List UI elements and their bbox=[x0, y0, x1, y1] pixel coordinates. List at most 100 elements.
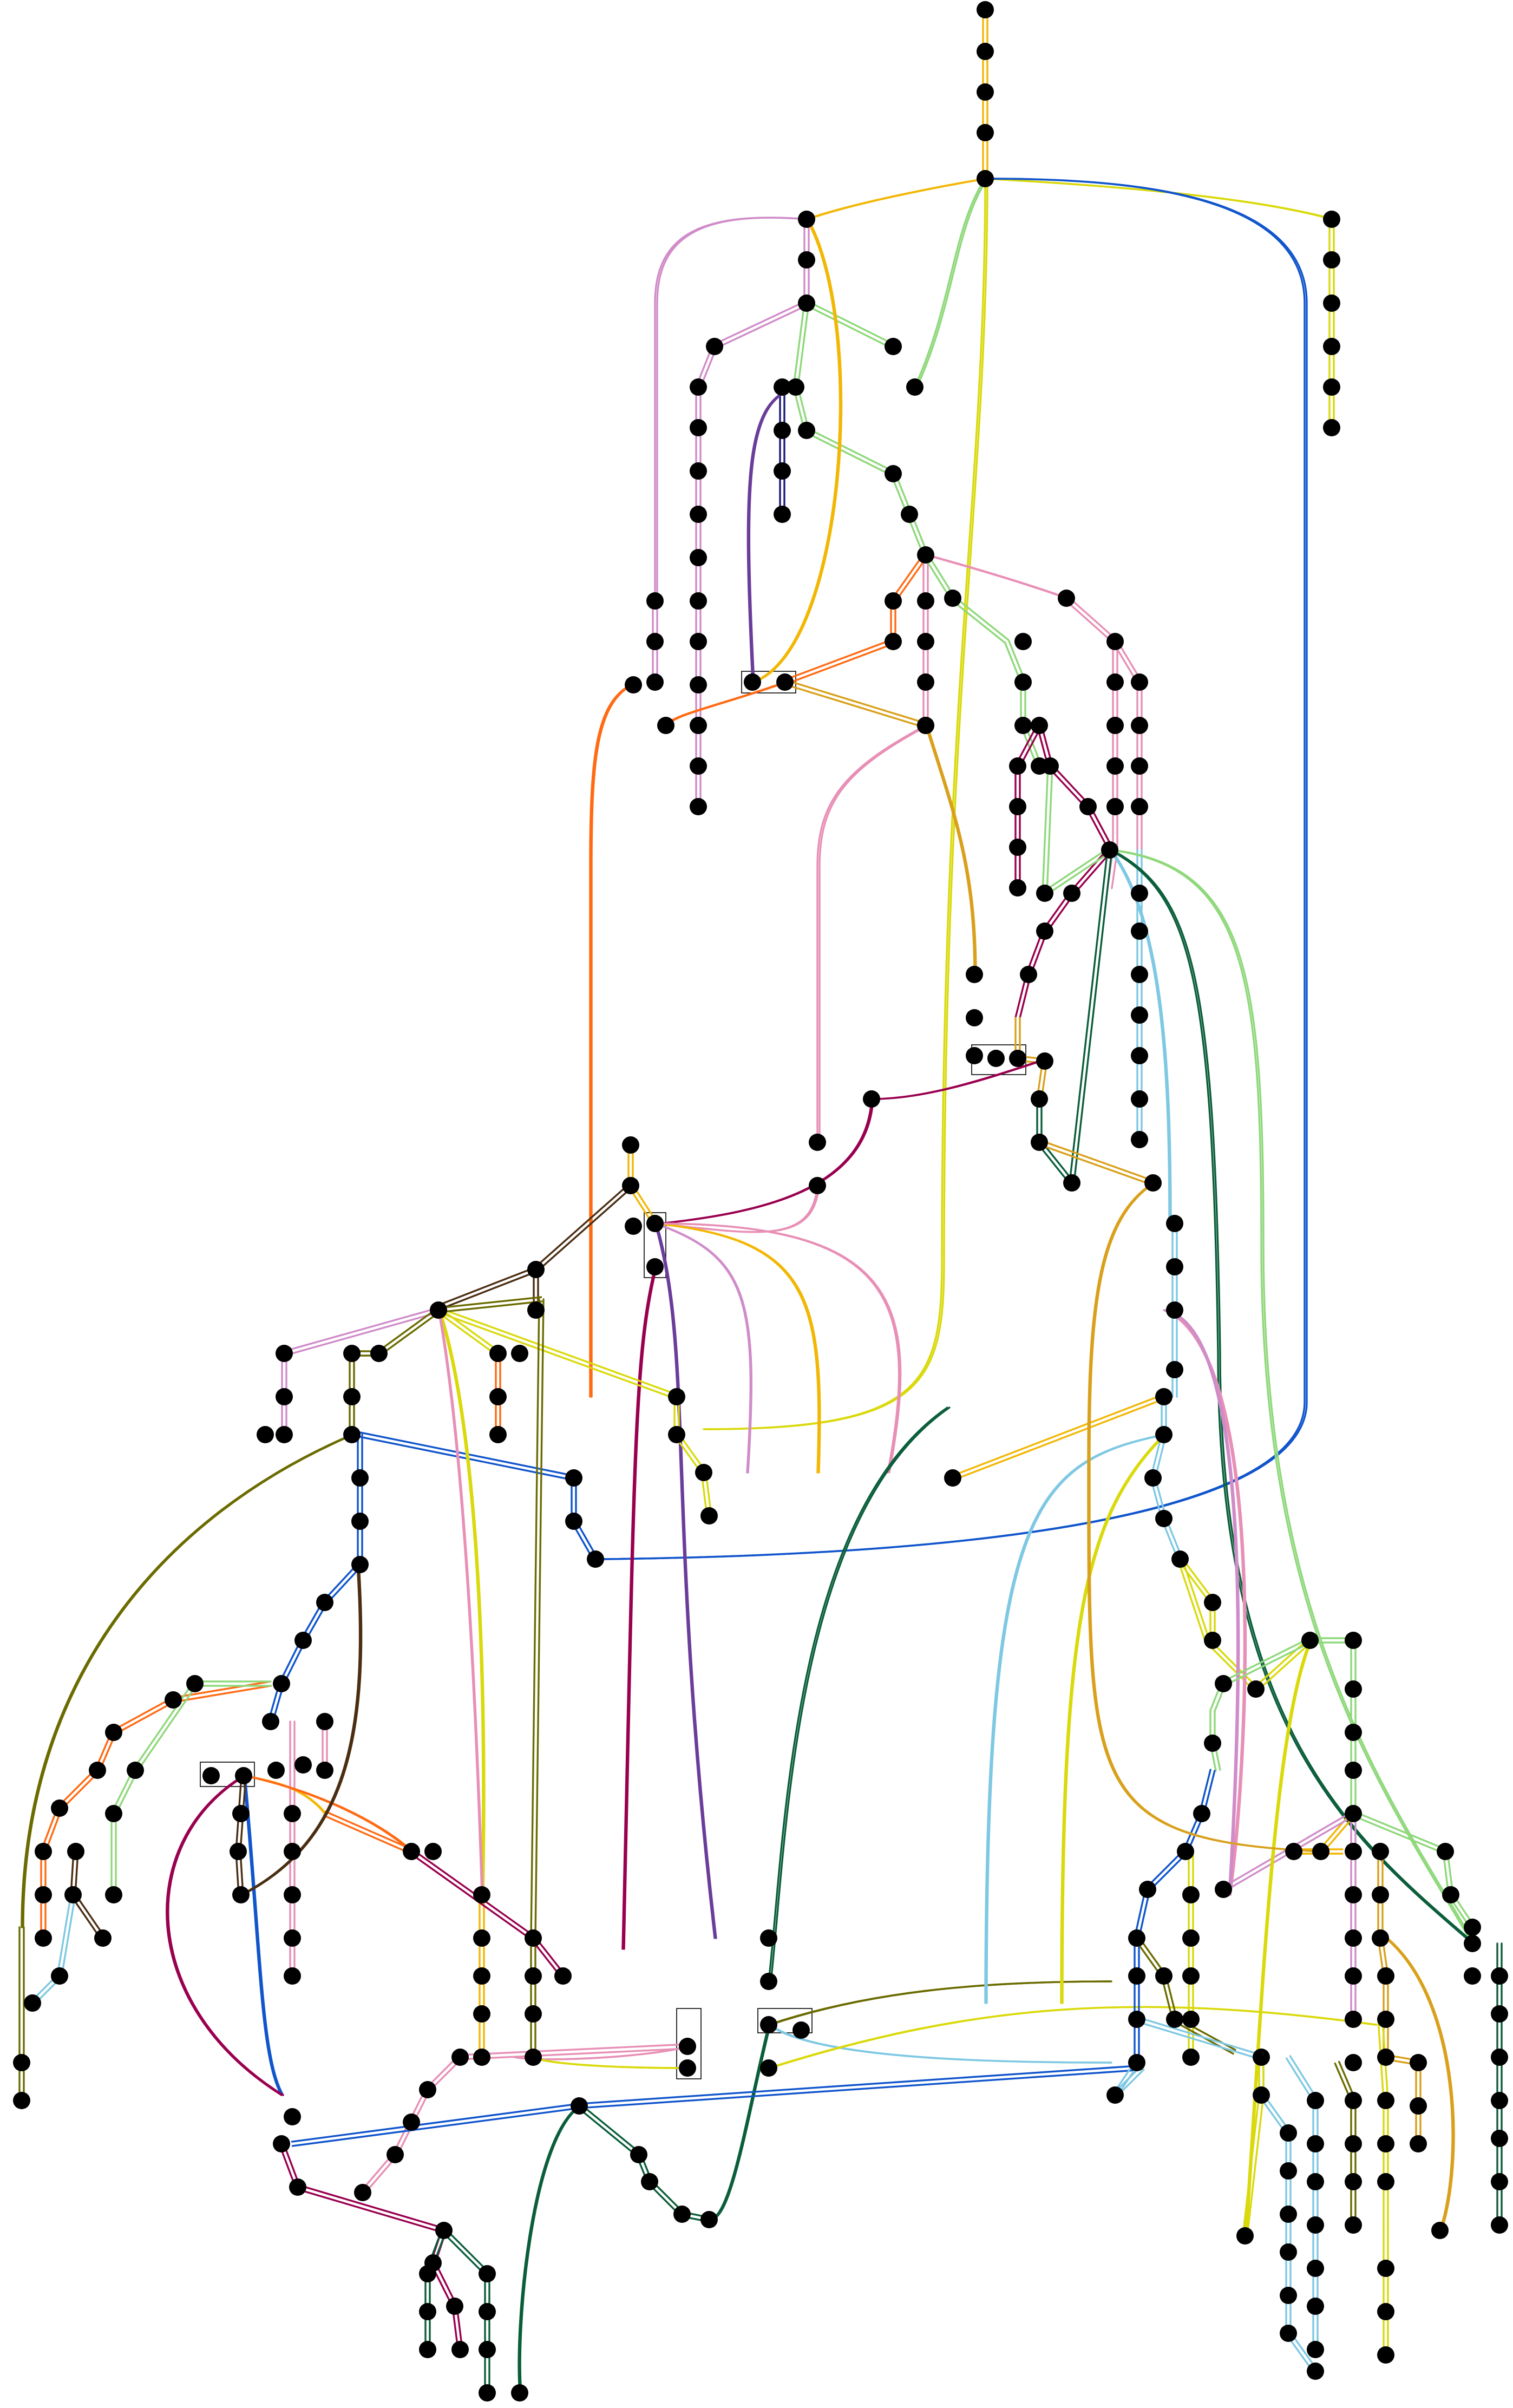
station-node bbox=[1307, 2260, 1324, 2277]
edge-orange bbox=[890, 552, 925, 601]
station-node bbox=[1345, 1632, 1362, 1649]
station-node bbox=[774, 422, 791, 439]
station-node bbox=[479, 2265, 496, 2282]
edge-darkgreen bbox=[444, 2228, 490, 2273]
edge-gold bbox=[951, 1393, 1164, 1477]
station-node bbox=[760, 1973, 777, 1990]
edge-lightblue bbox=[1285, 2057, 1315, 2103]
edge-darkgreen bbox=[518, 2105, 580, 2394]
station-node bbox=[646, 1215, 664, 1232]
station-node bbox=[901, 506, 918, 523]
station-node bbox=[1323, 338, 1340, 355]
edge-blue bbox=[244, 1775, 284, 2096]
edge-yellow bbox=[1253, 1638, 1310, 1689]
station-node bbox=[527, 1261, 545, 1278]
station-node bbox=[1155, 1510, 1173, 1527]
station-node bbox=[1106, 633, 1124, 650]
edge-blue bbox=[578, 2065, 1138, 2105]
station-node bbox=[35, 1886, 52, 1903]
station-node bbox=[1431, 2222, 1449, 2239]
station-node bbox=[1166, 1361, 1183, 1378]
station-node bbox=[24, 1994, 41, 2012]
station-node bbox=[1377, 2173, 1394, 2190]
station-node bbox=[202, 1767, 220, 1784]
edge-olive bbox=[22, 1434, 355, 1928]
station-node bbox=[885, 338, 902, 355]
station-node bbox=[1410, 2135, 1427, 2152]
edge-green bbox=[926, 553, 956, 598]
station-node bbox=[489, 1388, 507, 1405]
station-node bbox=[525, 1967, 542, 1985]
station-node bbox=[1031, 1090, 1048, 1108]
station-node bbox=[267, 1762, 285, 1779]
edge-magenta bbox=[1072, 850, 1112, 896]
edge-mauve bbox=[283, 1307, 439, 1352]
station-node bbox=[1182, 1929, 1200, 1947]
edge-brown bbox=[241, 1563, 363, 1896]
station-node bbox=[525, 2049, 542, 2066]
station-node bbox=[1144, 1174, 1162, 1192]
station-node bbox=[1182, 1886, 1200, 1903]
station-node bbox=[977, 83, 994, 101]
station-node bbox=[1372, 1843, 1389, 1860]
station-node bbox=[1177, 1843, 1194, 1860]
station-node bbox=[1301, 1632, 1319, 1649]
edge-yellow bbox=[438, 1307, 501, 1353]
edge-darkgreen bbox=[1069, 848, 1109, 1184]
edge-yellow bbox=[1181, 1556, 1215, 1602]
station-node bbox=[863, 1090, 880, 1108]
edge-amber bbox=[1039, 1139, 1155, 1182]
station-node bbox=[1491, 1967, 1508, 1985]
edge-brown bbox=[536, 1186, 633, 1272]
station-node bbox=[673, 2206, 691, 2223]
station-node bbox=[774, 462, 791, 480]
station-node bbox=[690, 462, 707, 480]
station-node bbox=[1106, 2086, 1124, 2104]
station-node bbox=[787, 378, 804, 396]
station-node bbox=[679, 2059, 696, 2077]
edge-gold bbox=[952, 1398, 1166, 1481]
station-node bbox=[760, 1929, 777, 1947]
station-node bbox=[700, 1507, 718, 1524]
edge-mauve bbox=[1164, 1309, 1240, 1896]
station-node bbox=[1204, 1594, 1221, 1611]
cluster-box bbox=[741, 671, 796, 693]
edge-pink bbox=[1064, 599, 1115, 644]
edge-blue bbox=[291, 2103, 580, 2143]
station-node bbox=[1307, 2298, 1324, 2315]
station-node bbox=[625, 1218, 642, 1235]
edge-magenta bbox=[1069, 847, 1109, 893]
edge-yellow bbox=[1244, 1639, 1311, 2237]
edge-orange bbox=[172, 1685, 272, 1703]
edge-amber bbox=[925, 724, 975, 976]
station-node bbox=[424, 1843, 442, 1860]
edge-blue bbox=[1148, 1852, 1188, 1892]
edge-lightblue bbox=[1109, 849, 1170, 1225]
station-node bbox=[1058, 590, 1075, 607]
station-node bbox=[1131, 1131, 1148, 1148]
edge-yellow bbox=[703, 178, 986, 1430]
station-node bbox=[1128, 2011, 1145, 2028]
station-node bbox=[1491, 2049, 1508, 2066]
edge-darkgreen bbox=[577, 2106, 639, 2157]
station-node bbox=[1131, 1047, 1148, 1064]
station-node bbox=[1377, 2260, 1394, 2277]
station-node bbox=[67, 1843, 84, 1860]
edge-green bbox=[922, 555, 952, 600]
station-node bbox=[1131, 798, 1148, 815]
edge-pink bbox=[1066, 596, 1118, 641]
station-node bbox=[284, 1886, 301, 1903]
edge-green bbox=[1353, 1810, 1447, 1850]
station-node bbox=[451, 2341, 469, 2358]
edge-magenta bbox=[621, 1266, 656, 1950]
station-node bbox=[1166, 2011, 1183, 2028]
edge-olive bbox=[768, 1980, 1111, 2026]
station-node bbox=[430, 1301, 447, 1319]
edge-green bbox=[914, 178, 986, 388]
edge-lightblue bbox=[1289, 2055, 1319, 2101]
edge-yellow bbox=[1246, 2094, 1265, 2237]
station-node bbox=[1464, 1919, 1481, 1936]
station-node bbox=[13, 2054, 30, 2071]
edge-yellow bbox=[438, 1307, 679, 1396]
station-node bbox=[690, 717, 707, 734]
